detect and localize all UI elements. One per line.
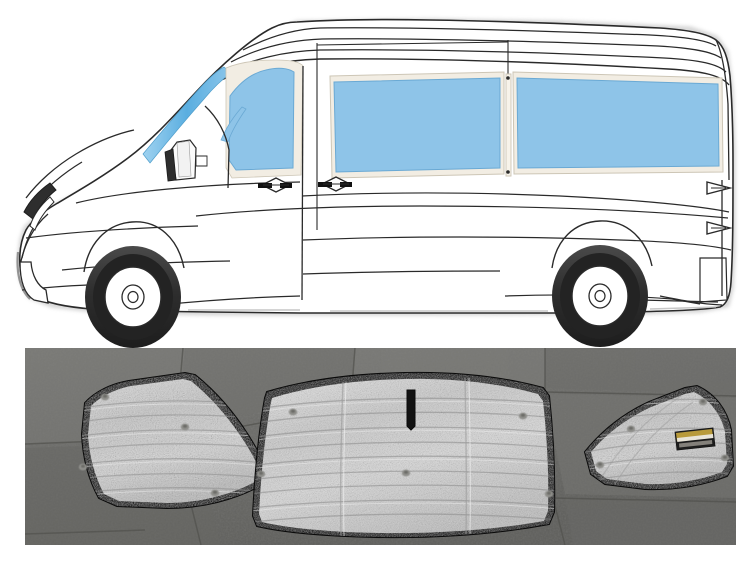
rear-hinge-lower [706, 221, 733, 235]
sliding-door-window [329, 71, 505, 179]
suction-cup [100, 393, 110, 401]
photo-frame [25, 348, 736, 545]
front-wheel-arch [83, 221, 185, 273]
window-post-top-fastener [506, 76, 510, 80]
side-mirror [164, 139, 208, 182]
van-line-drawing-panel: Side view line drawing of high-roof pane… [16, 18, 735, 348]
window-divider-post [505, 73, 512, 177]
right-shade-suction-cups [595, 398, 730, 469]
windscreen-shade-fold-highlights [343, 377, 471, 537]
window-post-bottom-fastener [506, 170, 510, 174]
sliding-door-handle [318, 176, 352, 192]
suction-cup [518, 412, 528, 420]
left-shade-suction-cups [78, 393, 220, 497]
sunshade-product-photograph [25, 348, 736, 545]
cab-door-gaps [204, 65, 304, 301]
front-door-handle [258, 177, 292, 193]
front-bumper [19, 261, 49, 304]
suction-cup [626, 425, 636, 433]
driver-window-glass [228, 67, 295, 171]
suction-cup [544, 490, 554, 498]
sunshade-photo-panel: Three thermal reflective sunshade panels… [0, 348, 756, 564]
suction-cup [78, 463, 88, 471]
bumper-shadow-edge [16, 251, 31, 300]
windscreen-shade-seams [253, 397, 555, 523]
rear-wheel [552, 245, 648, 347]
driver-quarter-light-glass [220, 106, 247, 143]
windscreen-shade-seams-highlight [253, 400, 555, 512]
suction-cup [256, 470, 266, 478]
rear-hinge-upper [706, 181, 733, 195]
rear-bumper-step [659, 257, 728, 306]
left-side-window-shade [78, 371, 270, 510]
rear-wheel-arch [551, 220, 653, 269]
suction-cup [288, 408, 298, 416]
headlight-lens [29, 196, 55, 231]
ground-shadow-lines [188, 306, 717, 312]
right-shade-fold-creases [600, 395, 694, 485]
van-side-view-illustration [16, 18, 735, 348]
suction-cup [698, 398, 708, 406]
suction-cup [720, 454, 730, 462]
windscreen-shade [251, 371, 556, 539]
roof-rib-lines [219, 27, 727, 76]
mirror-slot-notch [406, 389, 416, 431]
windscreen-shade-fold-creases [339, 377, 468, 537]
suction-cup [210, 489, 220, 497]
front-wheel [85, 246, 181, 348]
windscreen-shade-suction-cups [256, 408, 554, 498]
rear-quarter-window [512, 71, 724, 175]
rear-door-edge [715, 39, 730, 296]
photo-panel-caption: Three thermal reflective sunshade panels… [0, 348, 1, 349]
suction-cup [595, 461, 605, 469]
suction-cup [180, 423, 190, 431]
suction-cup [401, 469, 411, 477]
brand-label-patch [674, 427, 716, 451]
